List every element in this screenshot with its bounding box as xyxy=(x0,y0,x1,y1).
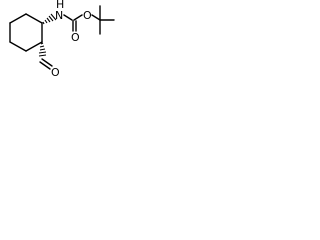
ring-bond-bottom-left xyxy=(9,41,27,52)
ester-o-to-tert-carbon-bond xyxy=(91,14,101,21)
ester-oxygen-label: O xyxy=(83,9,92,22)
hash-line xyxy=(38,51,47,54)
cyclohexane-ring xyxy=(9,13,43,52)
aldehyde-oxygen-label: O xyxy=(51,66,60,79)
hash-line xyxy=(39,45,45,48)
molecule-drawing: H N O O O xyxy=(9,0,115,79)
ring-bond-top-right xyxy=(25,13,43,24)
hash-line xyxy=(38,54,47,57)
hashed-wedge-bond-to-nitrogen xyxy=(42,13,57,25)
hash-line xyxy=(44,19,48,24)
hashed-wedge-bond-to-aldehyde xyxy=(38,42,47,57)
hash-line xyxy=(42,21,45,25)
hash-line xyxy=(39,48,46,51)
aldehyde-c-o-bond xyxy=(41,58,53,67)
aldehyde-c-o-double-bond xyxy=(39,61,51,70)
hash-line xyxy=(40,42,44,45)
carbonyl-oxygen-label: O xyxy=(71,31,80,44)
hash-line xyxy=(46,17,51,23)
ring-bond-top xyxy=(9,13,27,24)
hash-line xyxy=(48,15,54,22)
ring-bond-bottom-right xyxy=(25,41,43,52)
hash-line xyxy=(50,13,57,21)
carbonyl-to-ester-o-bond xyxy=(73,14,83,21)
structure-canvas: H N O O O xyxy=(0,0,123,85)
nitrogen-label: N xyxy=(55,9,63,22)
nh-hydrogen-label: H xyxy=(56,0,64,11)
n-to-carbonyl-bond xyxy=(63,14,73,21)
